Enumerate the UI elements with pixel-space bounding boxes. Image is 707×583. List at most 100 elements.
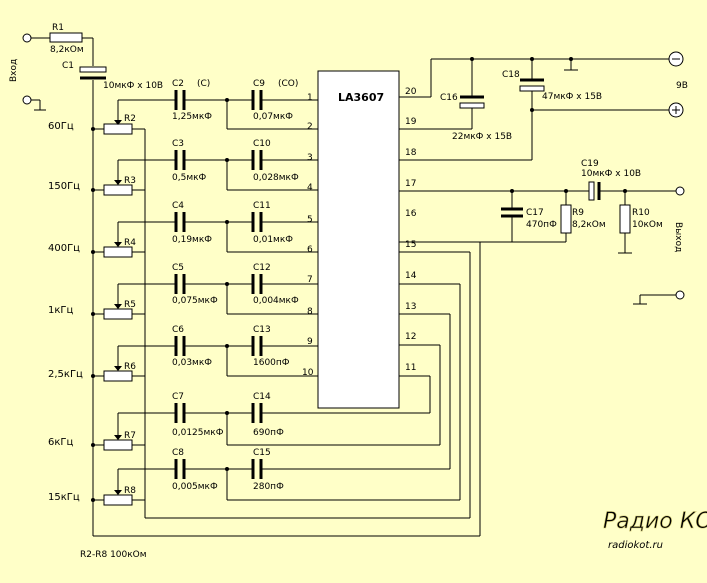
- cap-value: 1,25мкФ: [172, 112, 212, 122]
- ic-name: LA3607: [338, 91, 384, 104]
- potentiometer-r4: R4: [93, 222, 145, 258]
- pot-name: R5: [124, 300, 136, 310]
- pin-number: 16: [405, 209, 417, 219]
- c17-name: C17: [526, 208, 544, 218]
- cap-tag: (C): [197, 79, 210, 89]
- potentiometer-r2: R2: [93, 112, 145, 135]
- pot-name: R3: [124, 176, 136, 186]
- cap-value: 0,075мкФ: [172, 296, 218, 306]
- resistor-r1: [49, 32, 83, 43]
- c19-value: 10мкФ х 10В: [581, 169, 641, 179]
- cap-name: C5: [172, 263, 184, 273]
- output-section: C17 470пФ R9 8,2кОм C19 10мкФ х 10В R10 …: [399, 159, 685, 305]
- potentiometer-r5: R5: [93, 284, 145, 320]
- watermark-brand: Радио КОТ: [603, 509, 707, 534]
- pin-number: 19: [405, 117, 417, 127]
- band-label: 60Гц: [48, 121, 74, 132]
- r1-name: R1: [52, 23, 64, 33]
- eq-bands: 60Гц 150Гц 400Гц 1кГц 2,5кГц 6кГц 15кГц …: [48, 112, 471, 519]
- cap-name: C8: [172, 448, 184, 458]
- pin-number: 4: [307, 183, 313, 193]
- output-label: Выход: [673, 222, 683, 252]
- cap-name: C12: [253, 263, 271, 273]
- cap-value: 0,07мкФ: [253, 112, 293, 122]
- cap-name: C14: [253, 392, 271, 402]
- watermark-site: radiokot.ru: [608, 540, 663, 551]
- ground-terminal: [22, 95, 32, 105]
- cap-name: C2: [172, 79, 184, 89]
- cap-value: 0,004мкФ: [253, 296, 299, 306]
- pin-number: 10: [302, 368, 314, 378]
- output-terminal: [675, 186, 685, 196]
- cap-name: C15: [253, 448, 271, 458]
- cap-name: C3: [172, 139, 184, 149]
- r10-name: R10: [632, 208, 650, 218]
- cap-value: 1600пФ: [253, 358, 290, 368]
- output-ground-terminal: [675, 290, 685, 300]
- r1-value: 8,2кОм: [50, 45, 84, 55]
- r10-value: 10кОм: [632, 220, 663, 230]
- pin-number: 11: [405, 363, 416, 373]
- pin-number: 5: [307, 215, 313, 225]
- cap-value: 0,028мкФ: [253, 173, 299, 183]
- cap-name: C10: [253, 139, 271, 149]
- pin-number: 13: [405, 302, 416, 312]
- cap-name: C6: [172, 325, 184, 335]
- input-label: Вход: [9, 59, 19, 82]
- r9-name: R9: [572, 208, 584, 218]
- supply-section: C16 22мкФ х 15В C18 47мкФ х 15В 9В: [399, 51, 688, 161]
- potentiometer-r8: R8: [93, 469, 145, 506]
- cap-name: C9: [253, 79, 265, 89]
- ic-la3607: [317, 70, 400, 409]
- pin-number: 7: [307, 275, 313, 285]
- pin-number: 2: [307, 122, 313, 132]
- band-label: 150Гц: [48, 181, 80, 192]
- cap-name: C7: [172, 392, 184, 402]
- pin-number: 9: [307, 337, 313, 347]
- resistor-note: R2-R8 100кОм: [80, 550, 147, 560]
- pin-number: 1: [307, 93, 313, 103]
- pin-number: 3: [307, 153, 313, 163]
- ic-pin-labels: 1 2 3 4 5 6 7 8 9 10 11 12 13 14 15 16 1…: [302, 87, 417, 378]
- c1-name: C1: [62, 61, 74, 71]
- c18-value: 47мкФ х 15В: [542, 92, 602, 102]
- capacitor-c19-plus: [588, 181, 595, 201]
- cap-name: C11: [253, 201, 271, 211]
- cap-value: 0,03мкФ: [172, 358, 212, 368]
- pin-number: 6: [307, 245, 313, 255]
- resistor-r9: [560, 204, 572, 234]
- pin-number: 17: [405, 179, 416, 189]
- pin-number: 20: [405, 87, 417, 97]
- cap-name: C4: [172, 201, 184, 211]
- c19-name: C19: [581, 159, 599, 169]
- cap-value: 0,5мкФ: [172, 173, 207, 183]
- cap-value: 0,005мкФ: [172, 482, 218, 492]
- cap-value: 0,0125мкФ: [172, 428, 224, 438]
- pot-name: R6: [124, 362, 136, 372]
- cap-name: C13: [253, 325, 271, 335]
- pin-number: 14: [405, 271, 417, 281]
- resistor-r10: [619, 204, 631, 234]
- pot-name: R2: [124, 114, 136, 124]
- c1-value: 10мкФ х 10В: [103, 81, 163, 91]
- filter-capacitors: C2 (C) 1,25мкФ C9 (CO) 0,07мкФ C3 0,5мкФ…: [117, 79, 460, 501]
- cap-value: 0,19мкФ: [172, 235, 212, 245]
- pin-number: 18: [405, 148, 417, 158]
- pin-number: 12: [405, 332, 416, 342]
- potentiometer-r3: R3: [93, 160, 145, 196]
- capacitor-c1-plus: [79, 66, 107, 73]
- pot-name: R8: [124, 486, 136, 496]
- potentiometer-r7: R7: [93, 413, 145, 451]
- pin-number: 8: [307, 307, 313, 317]
- c17-value: 470пФ: [526, 220, 557, 230]
- cap-value: 690пФ: [253, 428, 284, 438]
- input-terminal: [22, 33, 32, 43]
- pot-name: R4: [124, 238, 136, 248]
- band-label: 15кГц: [48, 492, 80, 503]
- c16-value: 22мкФ х 15В: [452, 132, 512, 142]
- pin-number: 15: [405, 240, 416, 250]
- band-label: 1кГц: [48, 305, 74, 316]
- potentiometer-r6: R6: [93, 346, 145, 382]
- cap-value: 0,01мкФ: [253, 235, 293, 245]
